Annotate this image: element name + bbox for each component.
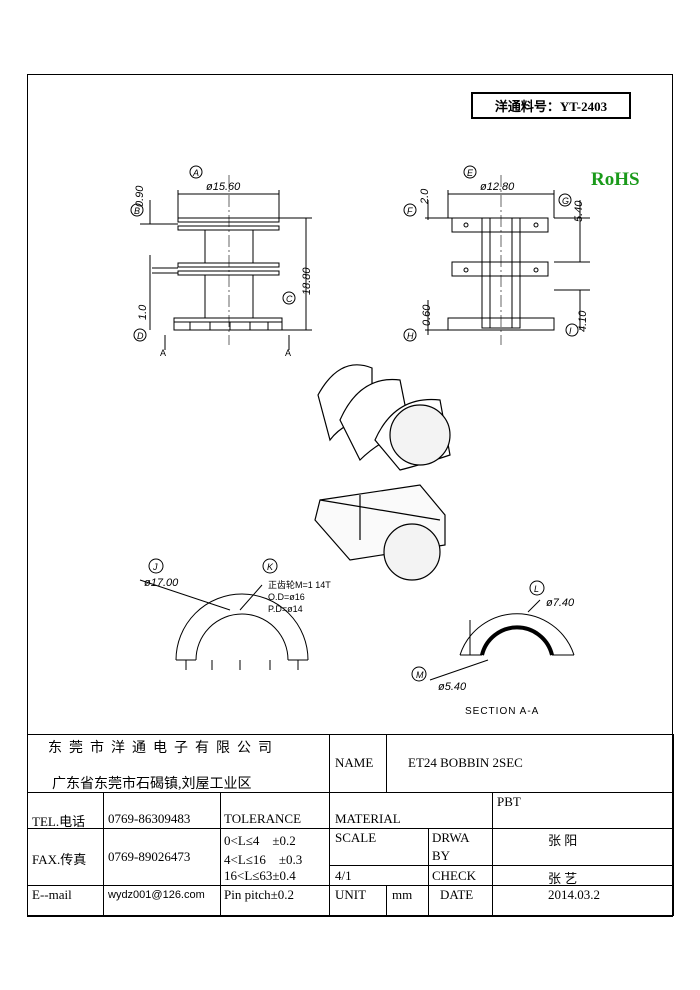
drawing-labels: ø15.60 0.90 1.0 18.80 A B C D A A ø12.80… [134,168,589,717]
side-dim-i: 4.10 [577,310,589,332]
email-value[interactable]: wydz001@126.com [108,889,205,901]
tel-value: 0769-86309483 [108,811,191,826]
company-name: 东莞市洋通电子有限公司 [48,741,279,756]
date-label: DATE [440,887,474,902]
check-label: CHECK [432,868,477,883]
material-label: MATERIAL [335,811,401,826]
label-j: J [152,562,158,572]
gear-note-2: O.D=ø16 [268,592,305,602]
material-value: PBT [497,794,521,809]
label-b: B [134,206,140,216]
drawn-by-label-1: DRWA [432,830,470,845]
tolerance-row-2: 4<L≤16 ±0.3 [224,852,303,867]
name-label: NAME [335,755,374,770]
technical-drawing: ø15.60 0.90 1.0 18.80 A B C D A A ø12.80… [130,165,590,717]
tolerance-row-3: 16<L≤63±0.4 [224,868,296,883]
gear-note-1: 正齿轮M=1 14T [268,579,331,590]
label-c: C [286,294,293,304]
label-m: M [416,670,424,680]
drawn-by-value: 张 阳 [548,833,578,848]
label-k: K [267,562,274,572]
scale-value: 4/1 [335,868,352,883]
side-view [403,165,590,345]
gear-outer-dia: ø17.00 [144,577,179,589]
tolerance-row-4: Pin pitch±0.2 [224,887,294,902]
isometric-views [314,364,451,581]
side-dim-g: 5.40 [573,200,585,222]
gear-view [139,558,309,670]
fax-label: FAX.传真 [32,852,87,867]
label-g: G [562,196,569,206]
section-caption: SECTION A-A [465,706,539,717]
part-number-box: 洋通料号：YT-2403 [471,92,631,119]
drawing-sheet [27,74,673,916]
gear-note-3: P.D=ø14 [268,604,303,614]
company-address: 广东省东莞市石碣镇,刘屋工业区 [52,777,252,792]
rohs-mark: RoHS [591,169,640,190]
email-label: E--mail [32,887,72,902]
section-mark-left: A [160,348,166,358]
date-value: 2014.03.2 [548,887,600,902]
check-value: 张 艺 [548,871,578,886]
front-dim-flange: 0.90 [134,185,146,207]
section-dim-m: ø5.40 [438,681,467,693]
fax-value: 0769-89026473 [108,849,191,864]
scale-label: SCALE [335,830,377,845]
label-l: L [534,584,539,594]
section-dim-l: ø7.40 [546,597,575,609]
label-e: E [467,168,474,178]
label-f: F [407,206,413,216]
name-value: ET24 BOBBIN 2SEC [408,755,523,770]
front-dim-gap: 1.0 [137,304,149,320]
front-dim-top: ø15.60 [206,181,241,193]
label-d: D [137,331,144,341]
tolerance-row-1: 0<L≤4 ±0.2 [224,833,296,848]
section-view [411,580,575,682]
section-mark-right: A [285,348,291,358]
front-dim-height: 18.80 [301,267,313,295]
tolerance-label: TOLERANCE [224,811,302,826]
unit-value: mm [392,887,413,902]
unit-label: UNIT [335,887,367,902]
part-number: 洋通料号：YT-2403 [494,99,608,114]
side-dim-f: 2.0 [419,188,431,205]
side-dim-top: ø12.80 [480,181,515,193]
label-h: H [407,331,414,341]
side-dim-h: 0.60 [421,304,433,326]
label-a: A [192,168,199,178]
front-view [130,165,312,350]
label-i: I [569,326,572,336]
tel-label: TEL.电话 [32,814,86,829]
drawn-by-label-2: BY [432,848,451,863]
